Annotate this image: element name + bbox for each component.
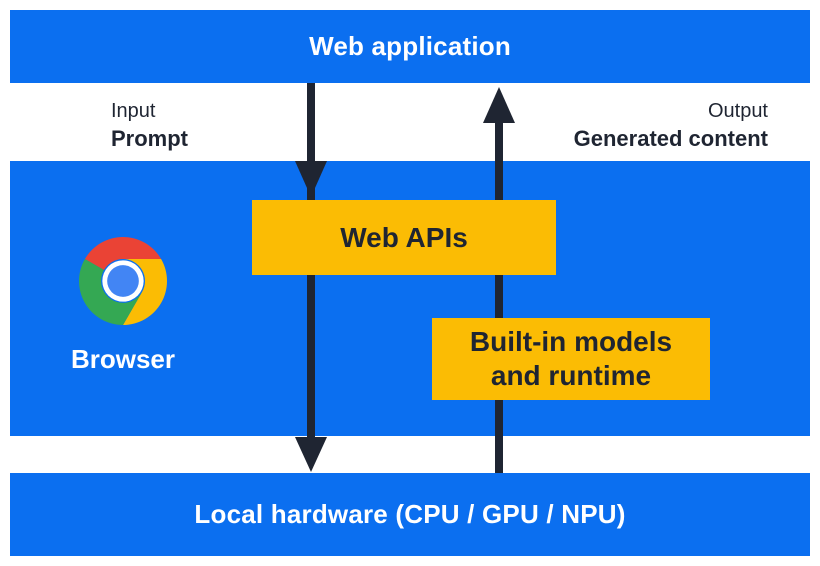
input-title: Input (111, 100, 156, 122)
web-apis-box: Web APIs (252, 200, 556, 275)
down-arrow-icon (295, 83, 327, 472)
chrome-icon-green-segment (79, 259, 143, 325)
local-hardware-label: Local hardware (CPU / GPU / NPU) (194, 499, 626, 529)
web-application-bar: Web application (10, 10, 810, 83)
chrome-icon-yellow-segment (123, 259, 167, 325)
web-apis-label: Web APIs (340, 221, 468, 253)
output-title: Output (707, 100, 768, 122)
builtin-models-label-line1: Built-in models (469, 326, 673, 357)
up-arrow-icon (483, 87, 515, 473)
chrome-icon-blue-center (107, 265, 139, 297)
chrome-icon-red-segment (84, 237, 162, 270)
web-application-label: Web application (309, 31, 511, 61)
local-hardware-bar: Local hardware (CPU / GPU / NPU) (10, 473, 810, 556)
input-label-group: Input Prompt (111, 100, 188, 151)
output-value-generated-content: Generated content (573, 126, 768, 151)
builtin-models-label-line2: and runtime (490, 360, 652, 391)
output-label-group: Output Generated content (574, 100, 768, 151)
builtin-models-box: Built-in models and runtime (432, 318, 710, 400)
input-value-prompt: Prompt (111, 126, 188, 151)
chrome-icon (79, 237, 167, 325)
browser-label: Browser (70, 344, 176, 374)
